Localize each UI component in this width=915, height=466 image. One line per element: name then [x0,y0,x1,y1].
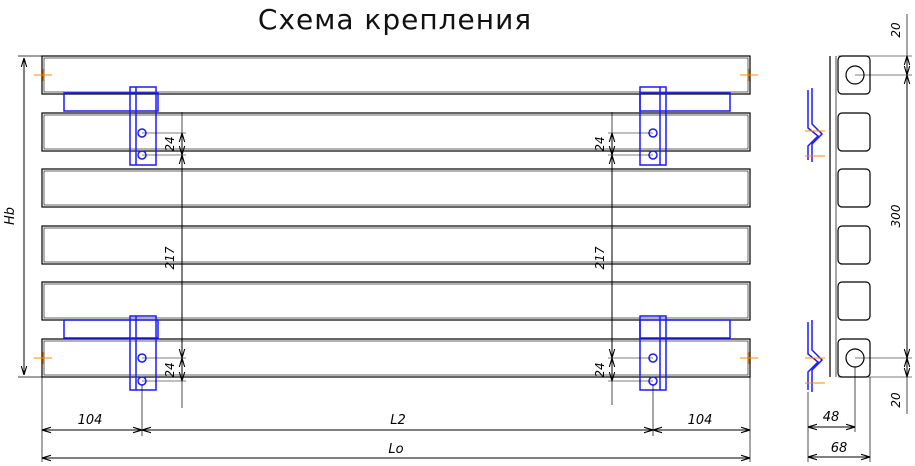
dim-label-side-bottom: 20 [889,392,903,408]
tube-2 [41,112,751,152]
bracket-top-right [639,86,731,166]
axis-marks [34,69,758,364]
dimension-horizontal [41,377,751,462]
side-view [829,55,871,378]
dim-label-left-24-bottom: 24 [163,362,177,377]
side-axis-marks [805,130,825,384]
dim-label-right-24-top: 24 [593,136,607,151]
dimension-side-horizontal [807,367,871,462]
dim-label-hb: Hb [3,207,18,225]
tube-3 [41,168,751,208]
side-view-brackets [807,88,824,392]
dim-label-lo: Lo [388,442,403,457]
tube-4 [41,225,751,265]
dim-label-right-offset: 104 [688,413,713,428]
dim-label-left-24-top: 24 [163,136,177,151]
dimension-right-brackets [608,112,653,405]
dim-label-l2: L2 [390,413,406,428]
dim-label-left-217: 217 [163,246,177,269]
dimension-side-vertical [838,14,912,414]
dim-label-depth-outer: 68 [831,441,848,456]
dim-label-side-height: 300 [889,204,903,227]
tube-5 [41,281,751,321]
dim-label-depth-inner: 48 [823,410,840,425]
bracket-top-left [63,86,159,166]
dim-label-side-top: 20 [889,22,903,38]
tube-1 [41,55,751,95]
drawing-title: Схема крепления [257,3,533,36]
dim-label-right-217: 217 [593,246,607,269]
dimension-hb [18,55,42,378]
dimension-left-brackets [142,112,186,408]
dim-label-left-offset: 104 [78,413,103,428]
bracket-bottom-right [639,315,731,391]
dim-label-right-24-bottom: 24 [593,362,607,377]
radiator-tubes [41,55,751,378]
bracket-bottom-left [63,315,159,391]
